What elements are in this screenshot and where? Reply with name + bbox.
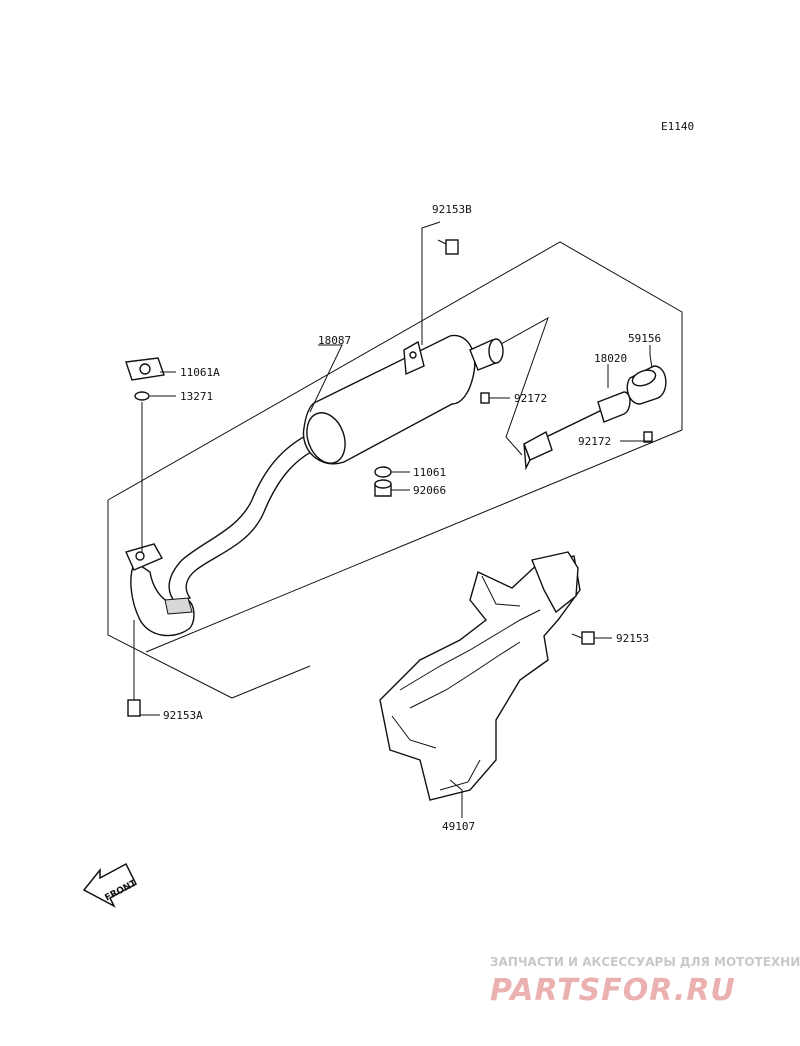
header-pipe[interactable] bbox=[125, 543, 195, 637]
label-92172-lower: 92172 bbox=[578, 435, 611, 448]
bolt-92172-upper[interactable] bbox=[480, 392, 490, 404]
bolt-92172-lower[interactable] bbox=[643, 431, 653, 443]
heat-guard-49107[interactable] bbox=[379, 551, 581, 801]
label-92153: 92153 bbox=[616, 632, 649, 645]
label-13271: 13271 bbox=[180, 390, 213, 403]
label-11061: 11061 bbox=[413, 466, 446, 479]
label-92172-upper: 92172 bbox=[514, 392, 547, 405]
label-18020: 18020 bbox=[594, 352, 627, 365]
front-arrow-icon: FRONT bbox=[82, 862, 139, 908]
gasket-13271[interactable] bbox=[134, 391, 150, 401]
label-11061A: 11061A bbox=[180, 366, 220, 379]
tail-cap-59156[interactable] bbox=[626, 365, 667, 405]
washer-11061[interactable] bbox=[374, 466, 392, 478]
label-92153A: 92153A bbox=[163, 709, 203, 722]
bolt-92153B[interactable] bbox=[437, 239, 459, 255]
watermark-tagline: ЗАПЧАСТИ И АКСЕССУАРЫ ДЛЯ МОТОТЕХНИКИ bbox=[490, 955, 800, 969]
label-92066: 92066 bbox=[413, 484, 446, 497]
gasket-11061A[interactable] bbox=[125, 357, 165, 381]
label-18087: 18087 bbox=[318, 334, 351, 347]
plug-92066[interactable] bbox=[374, 479, 392, 497]
label-59156: 59156 bbox=[628, 332, 661, 345]
label-92153B: 92153B bbox=[432, 203, 472, 216]
bolt-92153A[interactable] bbox=[127, 690, 141, 717]
leader-lines bbox=[133, 221, 653, 818]
bolt-92153[interactable] bbox=[571, 631, 595, 645]
watermark-brand: PARTSFOR.RU bbox=[490, 973, 736, 1008]
spark-arrester-18020[interactable] bbox=[523, 391, 631, 471]
diagram-code: E1140 bbox=[661, 120, 694, 133]
label-49107: 49107 bbox=[442, 820, 475, 833]
muffler-18087[interactable] bbox=[168, 334, 504, 603]
assembly-frame bbox=[107, 241, 683, 699]
